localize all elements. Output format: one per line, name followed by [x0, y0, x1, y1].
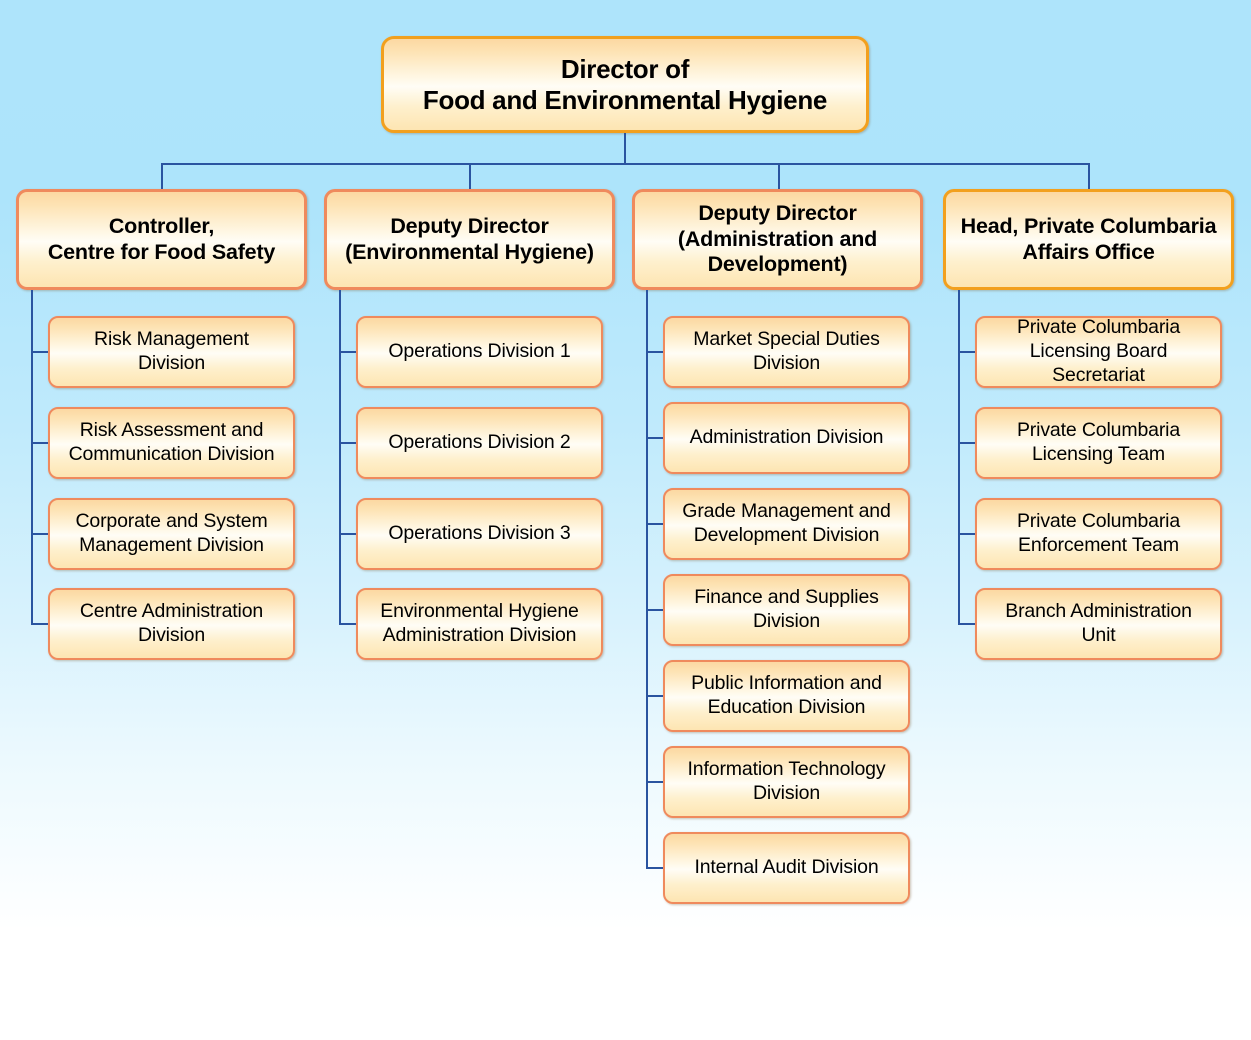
connector-branch-3-child-4: [646, 609, 664, 611]
org-node-branch-2-child-1[interactable]: Operations Division 1: [356, 316, 603, 388]
connector-branch-3-child-3: [646, 523, 664, 525]
connector-trunk-branch-2: [339, 290, 341, 625]
connector-bus-to-branch-3: [778, 163, 780, 189]
org-node-branch-3-child-5[interactable]: Public Information and Education Divisio…: [663, 660, 910, 732]
connector-branch-4-child-3: [958, 533, 976, 535]
connector-branch-2-child-3: [339, 533, 357, 535]
connector-trunk-branch-3: [646, 290, 648, 869]
org-node-branch-3-child-6-label: Information Technology Division: [687, 758, 886, 804]
org-node-branch-2-child-2[interactable]: Operations Division 2: [356, 407, 603, 479]
connector-branch-3-child-5: [646, 695, 664, 697]
org-node-branch-4-child-2[interactable]: Private Columbaria Licensing Team: [975, 407, 1222, 479]
connector-branch-4-child-4: [958, 623, 976, 625]
org-node-branch-4-child-1[interactable]: Private Columbaria Licensing Board Secre…: [975, 316, 1222, 388]
org-node-branch-4-child-1-label: Private Columbaria Licensing Board Secre…: [1016, 316, 1181, 386]
org-node-branch-3-child-7-label: Internal Audit Division: [694, 856, 879, 879]
org-node-branch-3-child-4[interactable]: Finance and Supplies Division: [663, 574, 910, 646]
connector-root-stem: [624, 133, 626, 163]
org-node-branch-4-child-3[interactable]: Private Columbaria Enforcement Team: [975, 498, 1222, 570]
org-node-branch-1-child-3[interactable]: Corporate and System Management Division: [48, 498, 295, 570]
connector-branch-3-child-6: [646, 781, 664, 783]
org-node-branch-4-child-3-label: Private Columbaria Enforcement Team: [1016, 510, 1181, 556]
org-node-branch-2-child-3-label: Operations Division 3: [388, 522, 571, 545]
org-node-branch-4-child-4-label: Branch Administration Unit: [1005, 600, 1192, 646]
org-node-branch-3-child-5-label: Public Information and Education Divisio…: [691, 672, 882, 718]
connector-bus-to-branch-4: [1088, 163, 1090, 189]
org-node-branch-4-label: Head, Private Columbaria Affairs Office: [960, 213, 1217, 264]
connector-branch-1-child-4: [31, 623, 49, 625]
org-node-root-label: Director of Food and Environmental Hygie…: [422, 53, 828, 115]
org-node-branch-4-child-2-label: Private Columbaria Licensing Team: [1016, 419, 1181, 465]
org-node-branch-1[interactable]: Controller, Centre for Food Safety: [16, 189, 307, 290]
org-node-branch-2-child-3[interactable]: Operations Division 3: [356, 498, 603, 570]
org-node-branch-4-child-4[interactable]: Branch Administration Unit: [975, 588, 1222, 660]
org-node-root[interactable]: Director of Food and Environmental Hygie…: [381, 36, 869, 133]
connector-bus-to-branch-1: [161, 163, 163, 189]
org-node-branch-3-child-3-label: Grade Management and Development Divisio…: [682, 500, 891, 546]
connector-branch-2-child-4: [339, 623, 357, 625]
org-node-branch-3-child-7[interactable]: Internal Audit Division: [663, 832, 910, 904]
org-node-branch-3-label: Deputy Director (Administration and Deve…: [677, 200, 878, 277]
connector-branch-3-child-7: [646, 867, 664, 869]
org-node-branch-1-child-1[interactable]: Risk Management Division: [48, 316, 295, 388]
org-node-branch-4[interactable]: Head, Private Columbaria Affairs Office: [943, 189, 1234, 290]
connector-branch-1-child-1: [31, 351, 49, 353]
org-node-branch-1-child-1-label: Risk Management Division: [94, 328, 249, 374]
org-node-branch-3-child-3[interactable]: Grade Management and Development Divisio…: [663, 488, 910, 560]
org-node-branch-1-label: Controller, Centre for Food Safety: [47, 213, 276, 264]
org-node-branch-1-child-2[interactable]: Risk Assessment and Communication Divisi…: [48, 407, 295, 479]
connector-trunk-branch-4: [958, 290, 960, 625]
org-node-branch-1-child-3-label: Corporate and System Management Division: [75, 510, 268, 556]
connector-branch-1-child-3: [31, 533, 49, 535]
connector-branch-4-child-1: [958, 351, 976, 353]
connector-trunk-branch-1: [31, 290, 33, 625]
org-node-branch-3-child-1[interactable]: Market Special Duties Division: [663, 316, 910, 388]
org-node-branch-2-label: Deputy Director (Environmental Hygiene): [345, 213, 594, 264]
org-node-branch-2-child-1-label: Operations Division 1: [388, 340, 571, 363]
org-node-branch-3-child-2-label: Administration Division: [689, 426, 884, 449]
connector-branch-2-child-1: [339, 351, 357, 353]
org-node-branch-1-child-4-label: Centre Administration Division: [79, 600, 264, 646]
org-node-branch-3-child-6[interactable]: Information Technology Division: [663, 746, 910, 818]
org-node-branch-2-child-2-label: Operations Division 2: [388, 431, 571, 454]
connector-bus-to-branch-2: [469, 163, 471, 189]
org-node-branch-3-child-4-label: Finance and Supplies Division: [694, 586, 879, 632]
org-node-branch-3-child-1-label: Market Special Duties Division: [693, 328, 880, 374]
org-node-branch-2[interactable]: Deputy Director (Environmental Hygiene): [324, 189, 615, 290]
org-node-branch-1-child-2-label: Risk Assessment and Communication Divisi…: [68, 419, 275, 465]
org-node-branch-3[interactable]: Deputy Director (Administration and Deve…: [632, 189, 923, 290]
connector-branch-1-child-2: [31, 442, 49, 444]
org-node-branch-1-child-4[interactable]: Centre Administration Division: [48, 588, 295, 660]
org-node-branch-3-child-2[interactable]: Administration Division: [663, 402, 910, 474]
connector-level2-bus: [161, 163, 1090, 165]
connector-branch-3-child-1: [646, 351, 664, 353]
org-node-branch-2-child-4-label: Environmental Hygiene Administration Div…: [380, 600, 579, 646]
connector-branch-2-child-2: [339, 442, 357, 444]
org-node-branch-2-child-4[interactable]: Environmental Hygiene Administration Div…: [356, 588, 603, 660]
connector-branch-3-child-2: [646, 437, 664, 439]
connector-branch-4-child-2: [958, 442, 976, 444]
